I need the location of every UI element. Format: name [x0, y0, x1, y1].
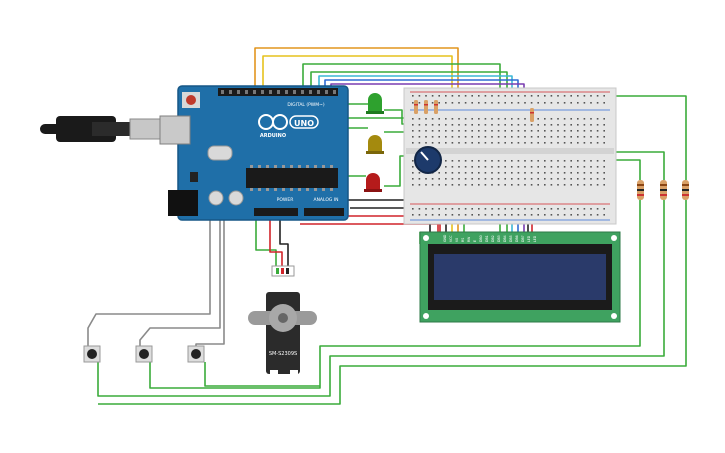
lcd-pin-1: VCC — [449, 235, 453, 242]
pushbutton-1[interactable] — [83, 345, 101, 363]
arduino-logo: UNO ARDUINO — [258, 114, 319, 139]
lcd-pin-10: DB4 — [503, 235, 507, 242]
pushbutton-2[interactable] — [135, 345, 153, 363]
lcd-pin-11: DB5 — [509, 235, 513, 242]
lcd-pin-14: LED — [527, 235, 531, 242]
resistor-bb-2 — [424, 100, 428, 114]
lcd-pin-9: DB3 — [497, 235, 501, 242]
resistor-bb-4 — [530, 108, 534, 122]
wire-gray-2 — [139, 182, 221, 346]
lcd-pin-2: V0 — [455, 238, 459, 242]
lcd-pin-7: DB1 — [485, 235, 489, 242]
resistor-3 — [682, 180, 689, 200]
servo-motor[interactable]: SM-S2309S — [248, 265, 317, 374]
led-yellow[interactable] — [366, 135, 384, 154]
resistor-2 — [660, 180, 667, 200]
potentiometer[interactable] — [414, 146, 442, 174]
wire-btn3 — [204, 362, 320, 387]
servo-label: SM-S2309S — [269, 351, 297, 357]
pushbutton-3[interactable] — [187, 345, 205, 363]
lcd-pin-3: RS — [461, 238, 465, 242]
arduino-board[interactable]: DIGITAL (PWM~) UNO ARDUINO POWER ANALOG … — [159, 85, 349, 221]
breadboard-holes — [412, 95, 605, 216]
wire-gray-1 — [87, 182, 211, 346]
lcd-screen — [434, 254, 606, 300]
wire-res-1-down — [149, 200, 641, 389]
led-green[interactable] — [366, 93, 384, 114]
wire-res-2-down — [97, 200, 665, 397]
breadboard[interactable] — [403, 87, 617, 225]
wire-servo-black — [279, 205, 289, 268]
wire-servo-red — [269, 205, 283, 268]
lcd-pin-5: E — [473, 240, 477, 242]
model-text: UNO — [294, 119, 314, 128]
led-red[interactable] — [364, 173, 382, 192]
digital-label: DIGITAL (PWM~) — [287, 102, 325, 108]
wire-res-3-down — [98, 200, 687, 405]
power-label: POWER — [277, 197, 294, 203]
resistor-bb-1 — [414, 100, 418, 114]
lcd-pin-13: DB7 — [521, 235, 525, 242]
lcd-pin-0: GND — [443, 234, 447, 242]
lcd-pin-8: DB2 — [491, 235, 495, 242]
logo-text: ARDUINO — [260, 133, 286, 139]
analog-label: ANALOG IN — [313, 197, 338, 203]
lcd-pin-15: LED — [533, 235, 537, 242]
lcd-pin-6: DB0 — [479, 235, 483, 242]
resistor-1 — [637, 180, 644, 200]
lcd-pin-12: DB6 — [515, 235, 519, 242]
wire-red-2 — [300, 223, 441, 232]
lcd-pin-4: RW — [467, 236, 471, 242]
resistor-bb-3 — [434, 100, 438, 114]
usb-cable — [40, 116, 161, 142]
